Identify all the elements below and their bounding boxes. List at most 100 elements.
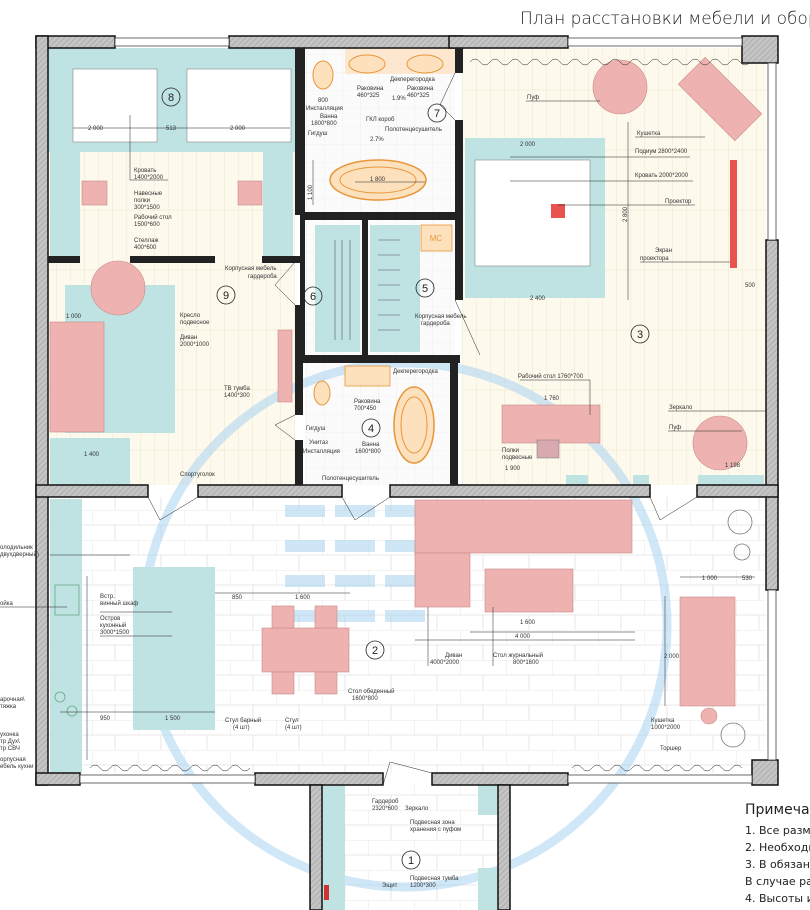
dimension: 1 760 [544, 396, 560, 402]
label: подвесное [180, 320, 210, 326]
label: Зеркало [405, 806, 429, 812]
label: Зеркало [669, 405, 693, 411]
label: 800*1600 [513, 660, 539, 666]
dimension: 950 [100, 716, 111, 722]
dimension: 1 400 [84, 452, 100, 458]
label: Рабочий стол 1760*700 [518, 373, 584, 380]
label: Раковина [357, 86, 384, 92]
label: Остров [100, 616, 120, 622]
curtain [89, 764, 251, 772]
label: 460*325 [407, 93, 430, 99]
wardrobe-room-5 [370, 225, 420, 352]
room-number: 8 [168, 92, 174, 104]
dimension: 2 000 [230, 126, 246, 132]
outer-walls [35, 35, 779, 910]
dimension: 2 000 [520, 142, 536, 148]
doors[interactable] [147, 72, 698, 786]
label: Полки [502, 448, 519, 454]
label: ТВ тумба [224, 386, 250, 392]
label: Спортуголок [180, 472, 215, 478]
room-number: 6 [310, 291, 316, 303]
label: Гигдуш [308, 131, 328, 137]
label: гардероба [248, 274, 277, 280]
dimension: 2 400 [530, 296, 546, 302]
dimension: 1 198 [725, 463, 741, 469]
label: Кресло [180, 313, 201, 319]
label: Эщит [382, 883, 398, 889]
chair [314, 605, 338, 629]
label: Декперегородка [390, 77, 435, 83]
label: арочная\ [0, 697, 25, 703]
label: Инсталляция [306, 106, 343, 112]
hanging-shelf [698, 475, 764, 485]
desk-left [81, 180, 108, 206]
label: Подвесная тумба [410, 876, 459, 882]
electrical-panel [324, 885, 329, 900]
wardrobe-hall [322, 785, 345, 910]
label: олодильник [0, 545, 33, 551]
label: двухдверный) [0, 551, 39, 558]
projector [551, 204, 565, 218]
room-numbers: 8 7 6 5 4 9 3 2 1 [161, 87, 650, 870]
hanging-chair [90, 260, 146, 316]
label: Подиум 2800*2400 [635, 149, 688, 155]
label: Корпусная мебель [225, 266, 276, 272]
label: ебель кухни [0, 764, 33, 770]
notes: Примечан 1. Все разм 2. Необходи 3. В об… [745, 802, 810, 905]
hob-icon [54, 691, 66, 703]
label: подвесные [502, 455, 533, 461]
room-number: 2 [372, 645, 378, 657]
bed-right [186, 68, 292, 143]
dimension: 2 000 [664, 654, 680, 660]
room-number: 7 [434, 108, 440, 120]
dimension: 1 100 [308, 184, 314, 200]
sink-icon [406, 54, 444, 74]
label: 1000*2000 [651, 725, 681, 731]
label: ГКЛ короб [366, 117, 395, 123]
dimension: 4 000 [515, 634, 531, 640]
desk-chair [536, 439, 560, 459]
label: ухонка [0, 732, 19, 738]
plant-icon [720, 509, 753, 748]
label: 2000*1000 [180, 342, 210, 348]
hanger-lines [334, 239, 400, 340]
coffee-table [484, 568, 574, 613]
note-item: В случае ра [745, 875, 810, 888]
label: 1600*800 [355, 449, 381, 455]
label: Стол журнальный [493, 652, 543, 659]
label: Декперегородка [393, 369, 438, 375]
shelf-left [50, 152, 80, 258]
label: 1.9% [392, 96, 406, 102]
label: Гигдуш [306, 426, 326, 432]
label: Кушетка [637, 131, 661, 137]
dimension: 500 [745, 283, 756, 289]
sofa [49, 321, 105, 433]
bathtub-icon [393, 386, 435, 464]
label: 1800*800 [311, 121, 337, 127]
hanging-shelf [633, 475, 649, 485]
inner-walls [48, 48, 463, 485]
dimension: 1 600 [295, 595, 311, 601]
label: (4 шт) [285, 725, 302, 731]
label: Кровать [134, 168, 156, 174]
kitchen-island [133, 567, 215, 730]
dimension: 1 500 [165, 716, 181, 722]
label: Стул [285, 718, 299, 724]
curtain [469, 58, 751, 66]
sport-corner [50, 438, 130, 485]
utility-box-label: МС [430, 234, 443, 243]
label: 1600*800 [352, 696, 378, 702]
note-item: 1. Все разм [745, 824, 810, 837]
note-item: 4. Высоты и [745, 892, 810, 905]
label: Пуф [669, 425, 681, 431]
bathtub-inner [339, 166, 417, 194]
toilet-icon [313, 380, 331, 406]
label: Торшер [660, 746, 682, 752]
hob-icon [66, 705, 78, 717]
storage-hall [478, 785, 498, 815]
label: Корпусная мебель [415, 314, 466, 320]
sofa [414, 499, 633, 554]
windows[interactable] [79, 37, 777, 784]
label: 4000*2000 [430, 660, 460, 666]
